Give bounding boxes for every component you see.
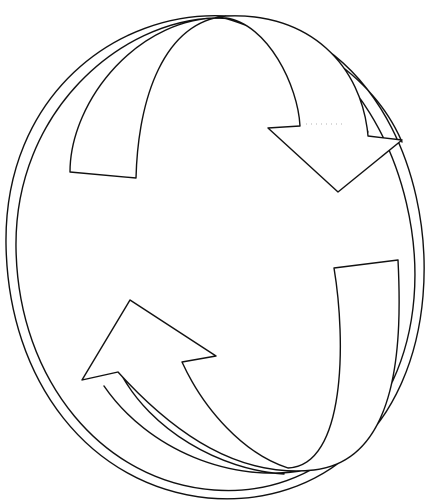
bottom-arrow xyxy=(82,260,399,471)
top-arrow xyxy=(70,16,402,192)
